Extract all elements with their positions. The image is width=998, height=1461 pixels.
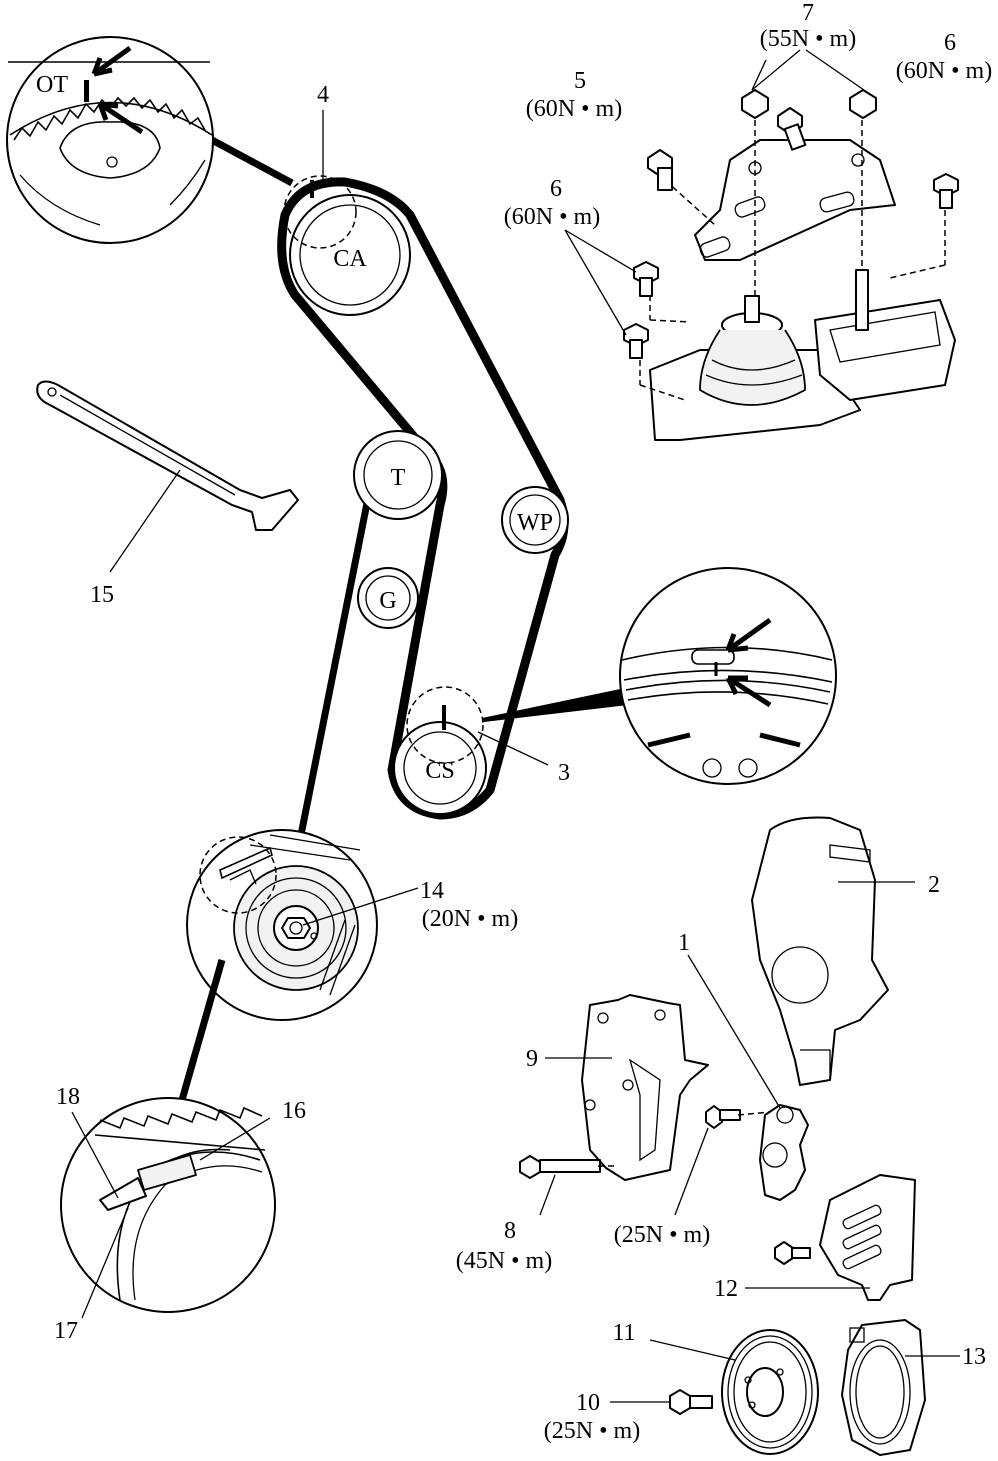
callout-13: 13 <box>962 1344 986 1370</box>
callout-3: 3 <box>558 760 570 786</box>
callout-9: 9 <box>526 1046 538 1072</box>
callout-8: 8 <box>504 1218 516 1244</box>
callout-8-torque: (45N • m) <box>456 1248 552 1274</box>
callout-6-left: 6 <box>550 176 562 202</box>
water-pump-pulley: WP <box>501 486 569 554</box>
engine-mount-assembly <box>564 49 959 441</box>
leader-lines <box>71 110 549 1319</box>
bolt-7-right <box>849 89 877 119</box>
callout-14: 14 <box>420 878 444 904</box>
special-tool <box>36 380 299 573</box>
bolt-7-left <box>741 89 769 119</box>
callout-18: 18 <box>56 1084 80 1110</box>
water-pump-pulley-label: WP <box>517 510 553 536</box>
tensioner-assembly <box>674 954 809 1216</box>
crankshaft-vibration-damper <box>610 1329 819 1455</box>
crankshaft-pulley: CS <box>393 686 487 815</box>
bolt-6-right <box>933 173 959 209</box>
callout-7: 7 <box>802 0 814 26</box>
callout-6-left-torque: (60N • m) <box>504 204 600 230</box>
callout-5: 5 <box>574 68 586 94</box>
camshaft-pulley-label: CA <box>333 246 367 272</box>
detail-tensioner <box>186 829 378 1021</box>
camshaft-pulley: CA <box>283 175 411 316</box>
callout-1-torque: (25N • m) <box>614 1222 710 1248</box>
lower-timing-cover <box>841 1319 960 1456</box>
ot-mark-label: OT <box>36 72 68 98</box>
callout-6-right-torque: (60N • m) <box>896 58 992 84</box>
tensioner-pulley: T <box>353 430 443 520</box>
rear-panel <box>519 994 709 1216</box>
callout-12: 12 <box>714 1276 738 1302</box>
callout-10: 10 <box>576 1390 600 1416</box>
bolt-6-left-lower <box>623 323 649 359</box>
guide-pulley-label: G <box>379 588 396 614</box>
callout-5-torque: (60N • m) <box>526 96 622 122</box>
callout-10-torque: (25N • m) <box>544 1418 640 1444</box>
lower-cover-plate <box>745 1174 916 1301</box>
callout-7-torque: (55N • m) <box>760 26 856 52</box>
callout-16: 16 <box>282 1098 306 1124</box>
detail-crankshaft-mark <box>482 567 837 785</box>
bolt-6-left-upper <box>633 261 659 297</box>
callout-15: 15 <box>90 582 114 608</box>
callout-2: 2 <box>928 872 940 898</box>
callout-14-torque: (20N • m) <box>422 906 518 932</box>
bolt-extra <box>777 107 807 151</box>
callout-6-right: 6 <box>944 30 956 56</box>
guide-pulley: G <box>357 567 419 629</box>
crankshaft-pulley-label: CS <box>425 758 454 784</box>
callout-17: 17 <box>54 1318 78 1344</box>
callout-4: 4 <box>317 82 329 108</box>
detail-tensioner-pointer <box>60 959 276 1313</box>
tensioner-pulley-label: T <box>391 465 406 491</box>
detail-ot-mark: OT <box>6 36 294 244</box>
bolt-5 <box>647 149 673 191</box>
upper-timing-cover <box>751 816 915 1086</box>
callout-1: 1 <box>678 930 690 956</box>
callout-11: 11 <box>612 1320 635 1346</box>
